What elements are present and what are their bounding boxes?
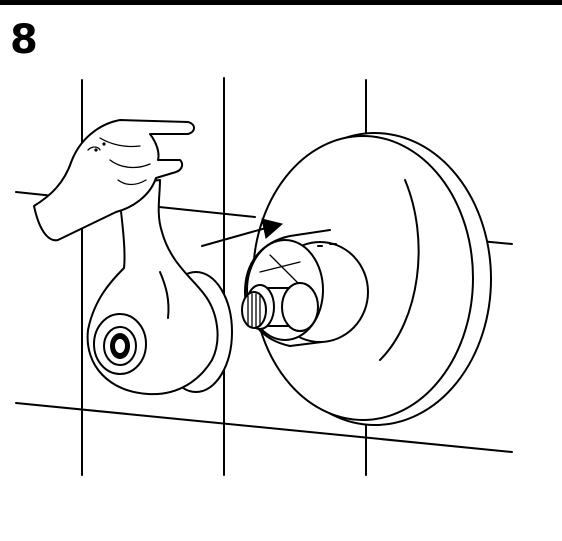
escutcheon-plate [244, 132, 492, 426]
step-number: 8 [10, 17, 38, 63]
top-rule [0, 0, 562, 5]
valve-handle [86, 179, 233, 396]
hand-icon [33, 119, 195, 242]
direction-arrow-icon [201, 218, 284, 247]
valve-stem [241, 282, 319, 332]
